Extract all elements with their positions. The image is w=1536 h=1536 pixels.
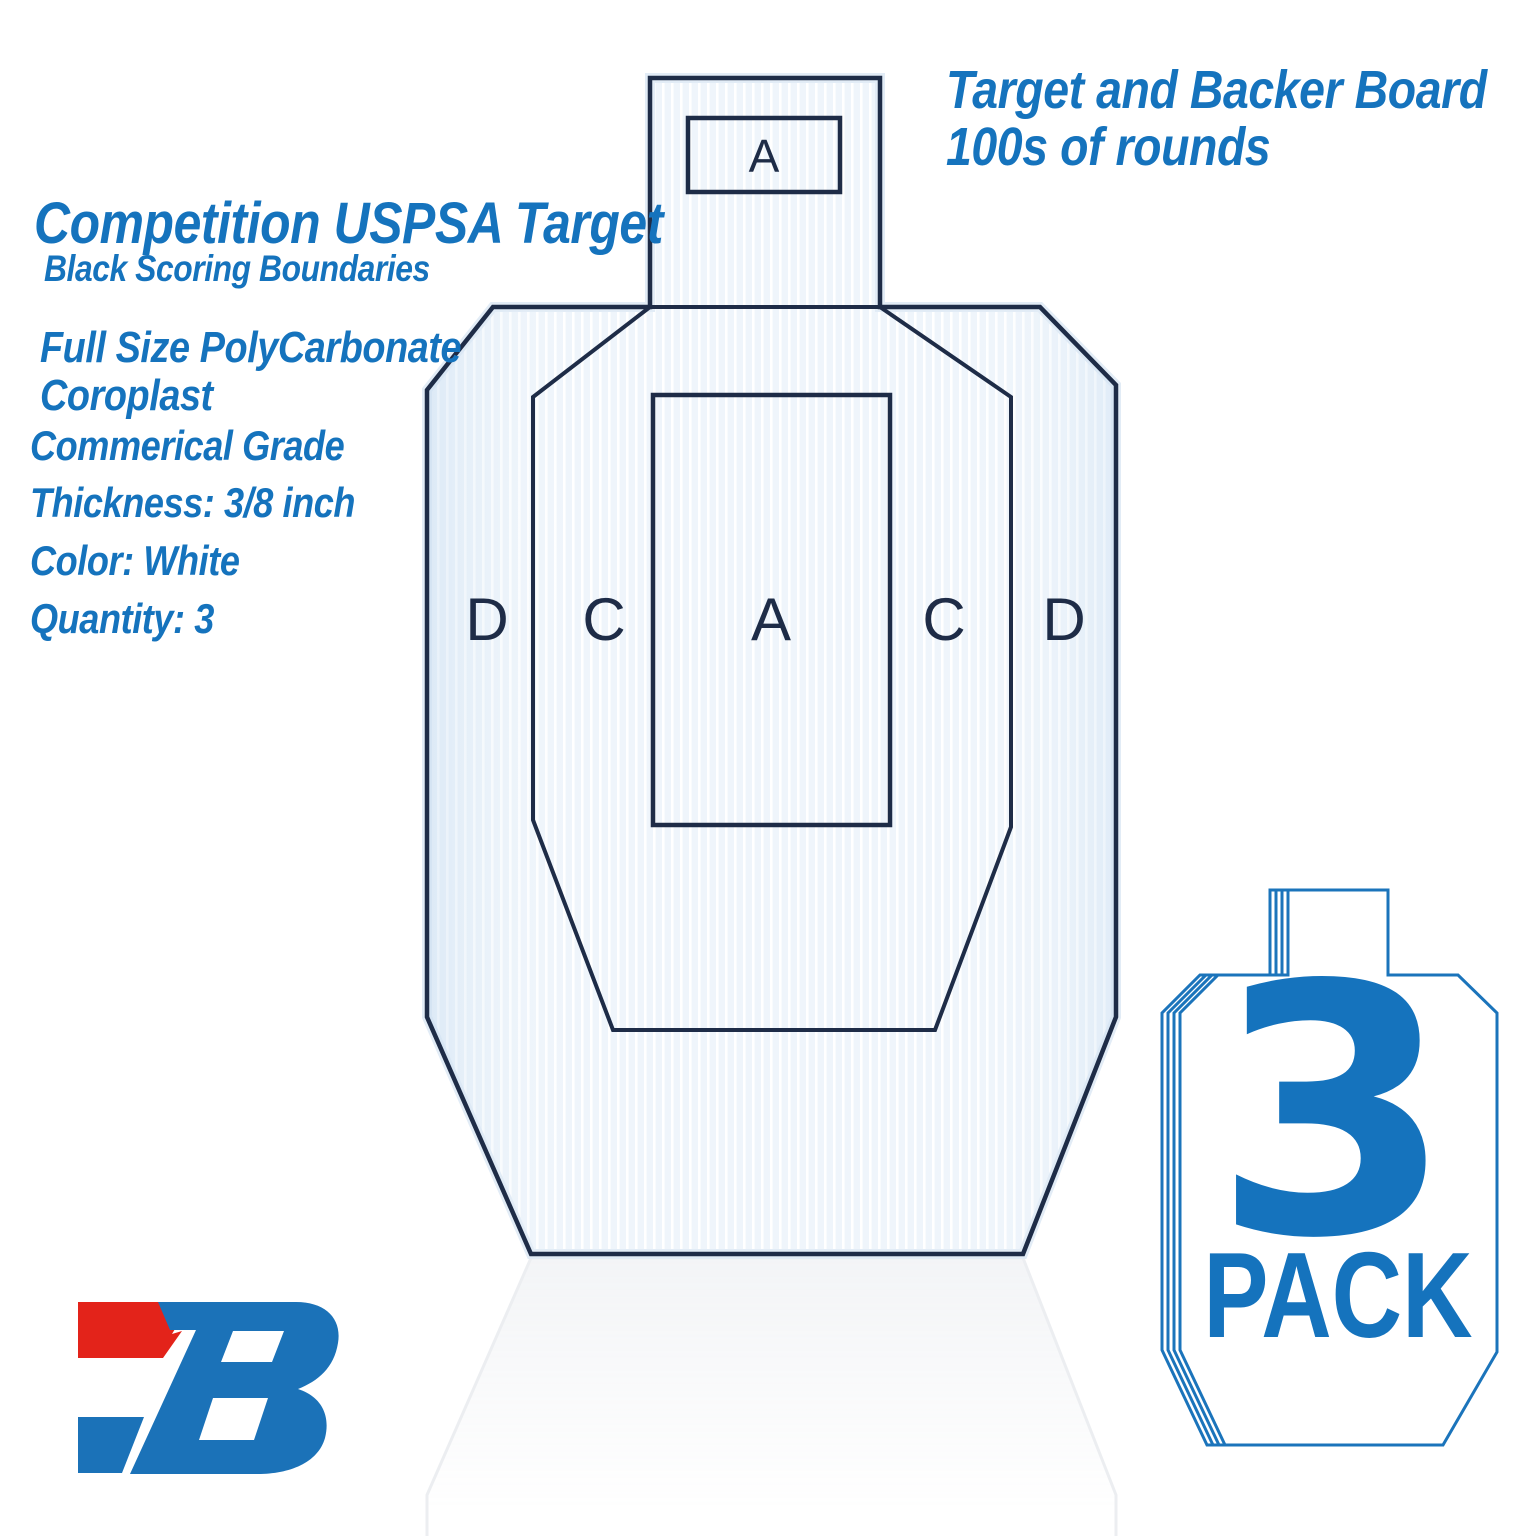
pack-label: PACK [1203,1228,1472,1364]
c-zone-boundary [531,305,1013,1032]
pack-badge: 3 PACK [1160,888,1499,1447]
a-zone-boundary [650,392,893,828]
material-line2: Coroplast [40,371,213,421]
headline-right-line2: 100s of rounds [946,117,1271,178]
zone-letter-d-right: D [1042,586,1085,653]
zone-letter-c-right: C [922,586,965,653]
logo-b-upper-counter [221,1331,284,1362]
material-text: Full Size PolyCarbonate Coroplast [40,323,462,421]
logo-b-glyph [130,1302,339,1474]
zone-letter-d-left: D [465,586,508,653]
spec-grade: Commerical Grade [30,422,345,469]
product-subtitle: Black Scoring Boundaries [44,248,430,289]
brand-logo [78,1302,339,1474]
headline-right-line1: Target and Backer Board [946,60,1487,120]
head-a-zone-boundary [685,115,843,195]
pack-count: 3 [1213,913,1453,1314]
target-reflection [425,1256,1118,1536]
spec-quantity: Quantity: 3 [30,595,214,642]
logo-red-stripe [78,1302,191,1358]
spec-color: Color: White [30,537,240,584]
headline-right: Target and Backer Board 100s of rounds [946,60,1487,178]
uspsa-target: A D C A C D [422,73,1121,1259]
zone-letter-c-left: C [582,586,625,653]
head-zone-letter: A [749,130,780,182]
product-title: Competition USPSA Target [34,191,663,256]
logo-blue-stripe [78,1417,144,1473]
spec-thickness: Thickness: 3/8 inch [30,479,356,526]
zone-letter-a-center: A [751,586,791,653]
material-line1: Full Size PolyCarbonate [40,323,462,372]
logo-b-lower-counter [199,1398,268,1440]
stack-sheet-front [1178,888,1499,1447]
